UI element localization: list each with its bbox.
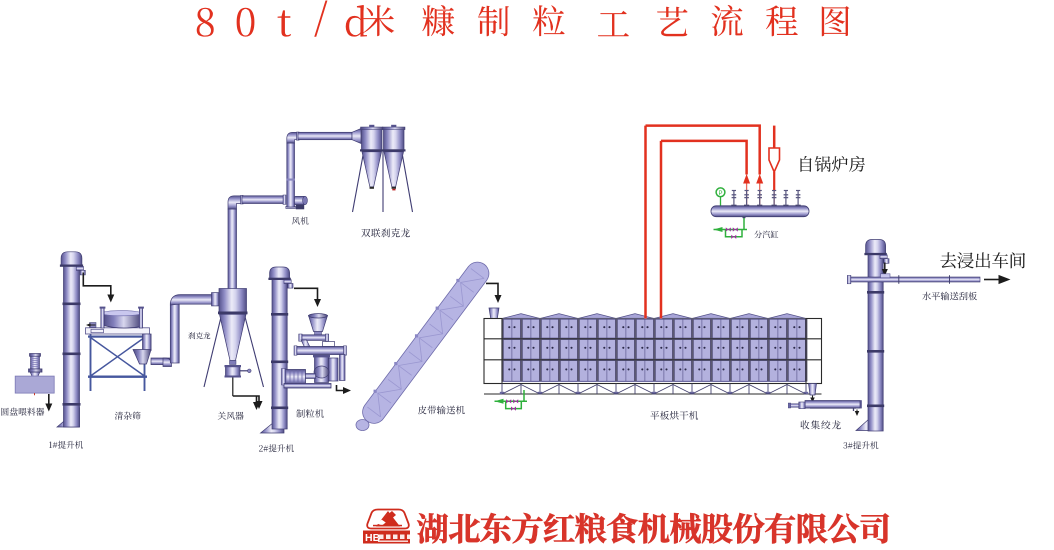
svg-text:HB: HB — [365, 532, 381, 544]
svg-text:P: P — [718, 191, 722, 197]
